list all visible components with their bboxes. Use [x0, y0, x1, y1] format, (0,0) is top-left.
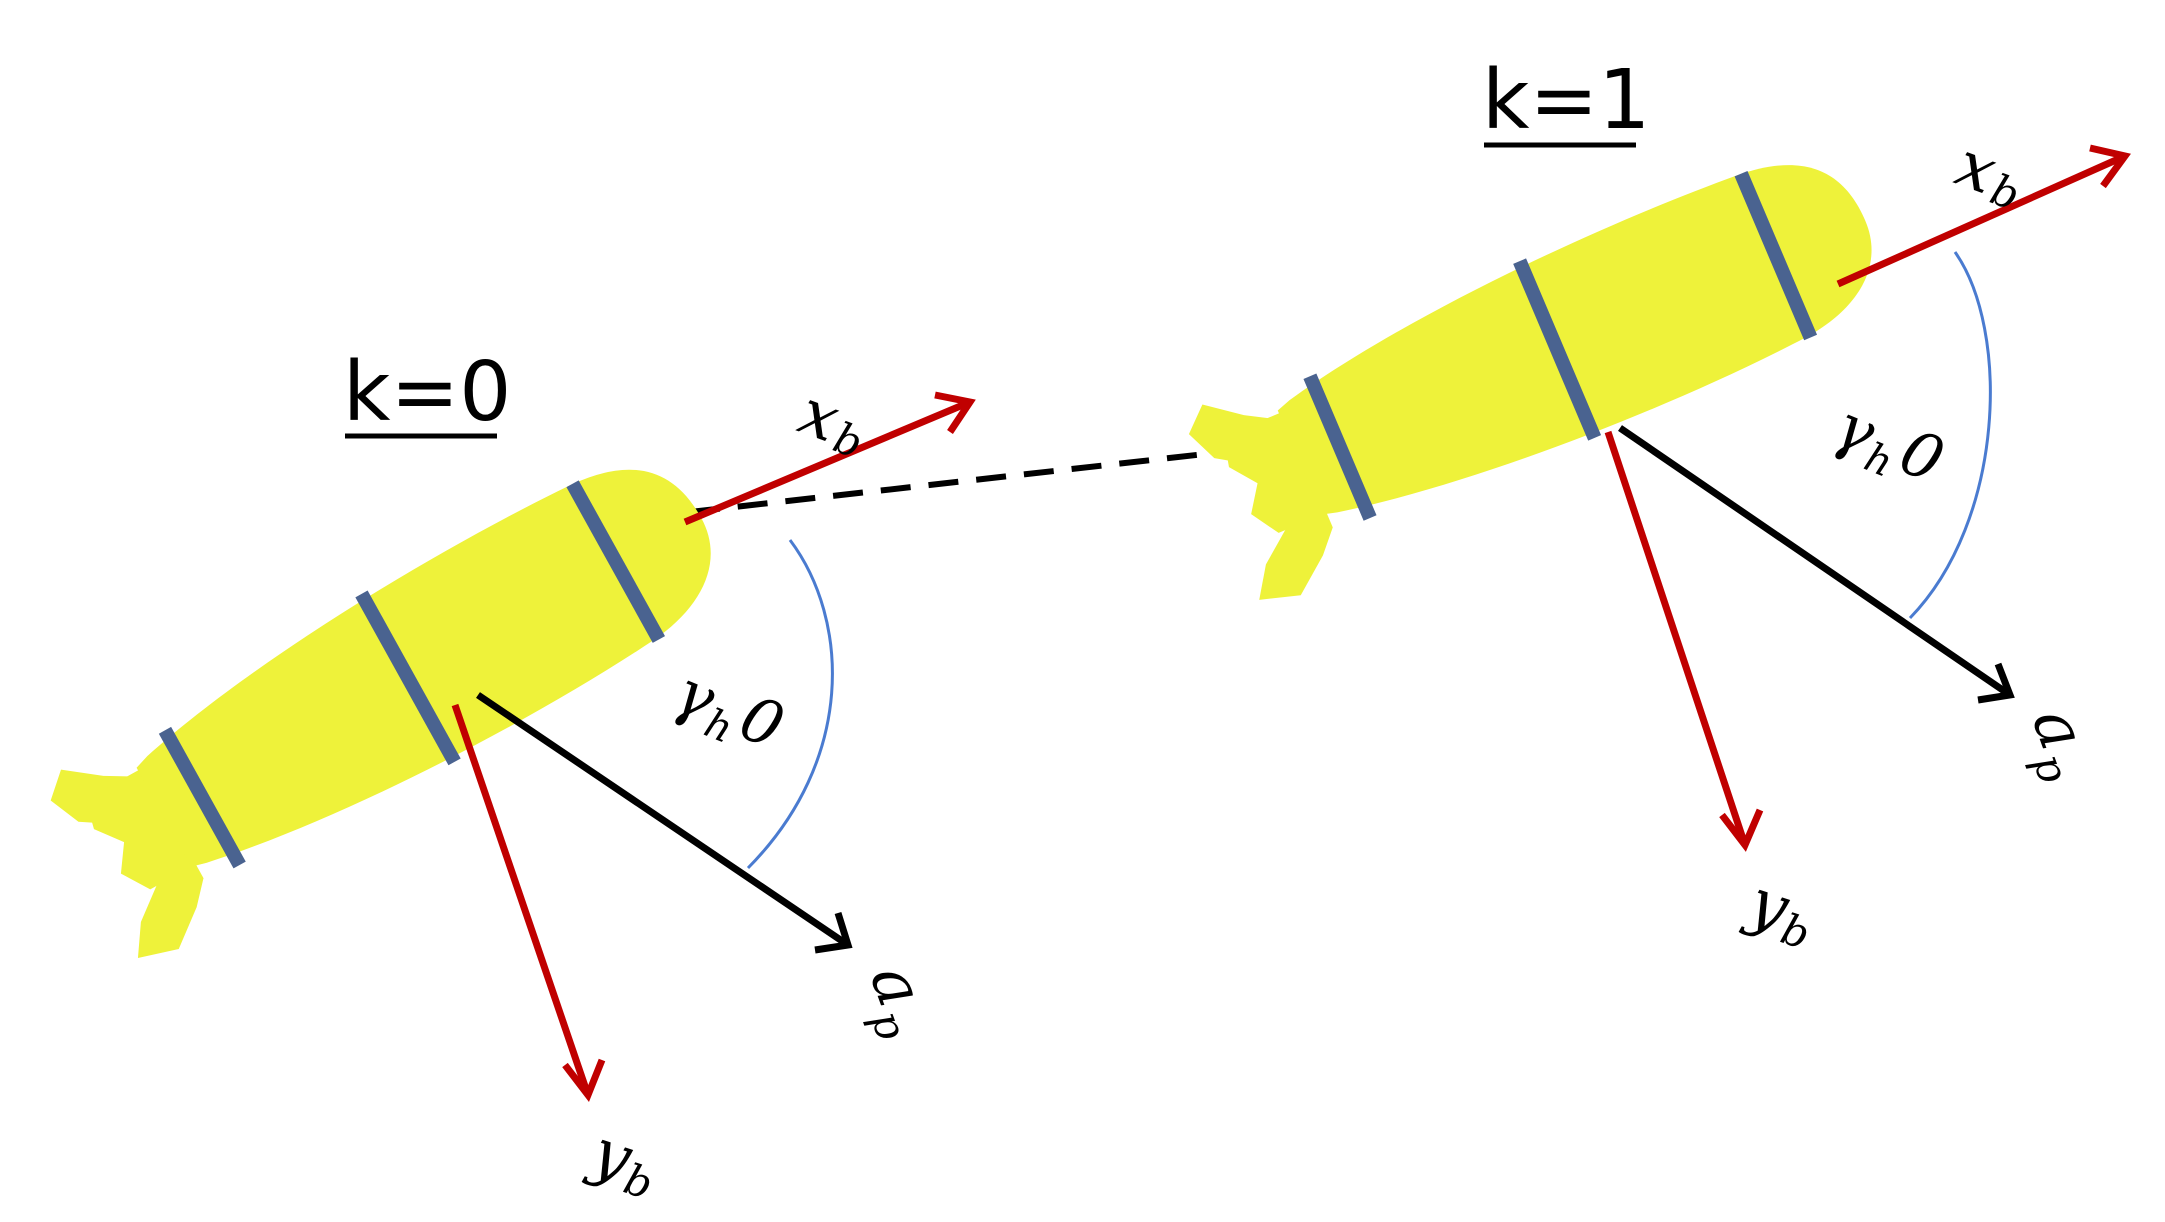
angle-label-k1: γh0: [1822, 388, 1954, 503]
x-axis-label-k1: xb: [1947, 127, 2035, 219]
trajectory-line: [689, 442, 1286, 515]
y-axis-k1: [1604, 430, 1749, 847]
x-axis-arrowhead-k0: [934, 391, 976, 434]
a-axis-k1: [1618, 425, 2012, 698]
band-tail: [158, 726, 246, 869]
y-axis-k0: [451, 703, 592, 1097]
y-axis-arrowhead-k1: [1719, 808, 1764, 852]
tail-fin-lower: [137, 850, 204, 958]
x-axis-label-k0: xb: [790, 375, 878, 467]
x-axis-k0: [683, 398, 972, 526]
a-axis-label-k0: ap: [847, 955, 947, 1046]
vehicle-k1: [1188, 165, 1872, 600]
vehicle-body: [136, 469, 711, 867]
vehicle-body: [1277, 165, 1872, 515]
a-axis-label-k1: ap: [2009, 698, 2109, 789]
a-axis-arrowhead-k0: [814, 911, 853, 954]
band-tail: [1303, 373, 1377, 521]
y-axis-arrowhead-k0: [562, 1058, 606, 1103]
a-axis-k0: [476, 692, 850, 948]
angle-label-k0: γh0: [662, 654, 794, 769]
band-mid: [355, 590, 461, 766]
stage-label-k0: k=0: [343, 345, 511, 440]
angle-arc-k1: [1908, 251, 1992, 620]
angle-arc-k0: [746, 539, 834, 870]
stage-label-k1: k=1: [1482, 53, 1650, 148]
a-axis-arrowhead-k1: [1977, 662, 2015, 704]
tail-block: [85, 767, 196, 890]
stage-0: k=0 xb ap yb γh0: [50, 345, 976, 1209]
band-nose: [1734, 170, 1818, 341]
band-nose: [566, 480, 665, 643]
x-axis-k1: [1836, 152, 2127, 288]
tail-block: [1223, 411, 1327, 533]
vehicle-k0: [50, 469, 711, 958]
x-axis-arrowhead-k1: [2089, 144, 2131, 189]
y-axis-label-k0: yb: [579, 1114, 668, 1209]
band-mid: [1513, 258, 1602, 441]
stage-1: k=1 xb ap yb γh0: [1188, 53, 2131, 959]
y-axis-label-k1: yb: [1736, 864, 1825, 959]
tail-fin-lower: [1259, 497, 1333, 600]
